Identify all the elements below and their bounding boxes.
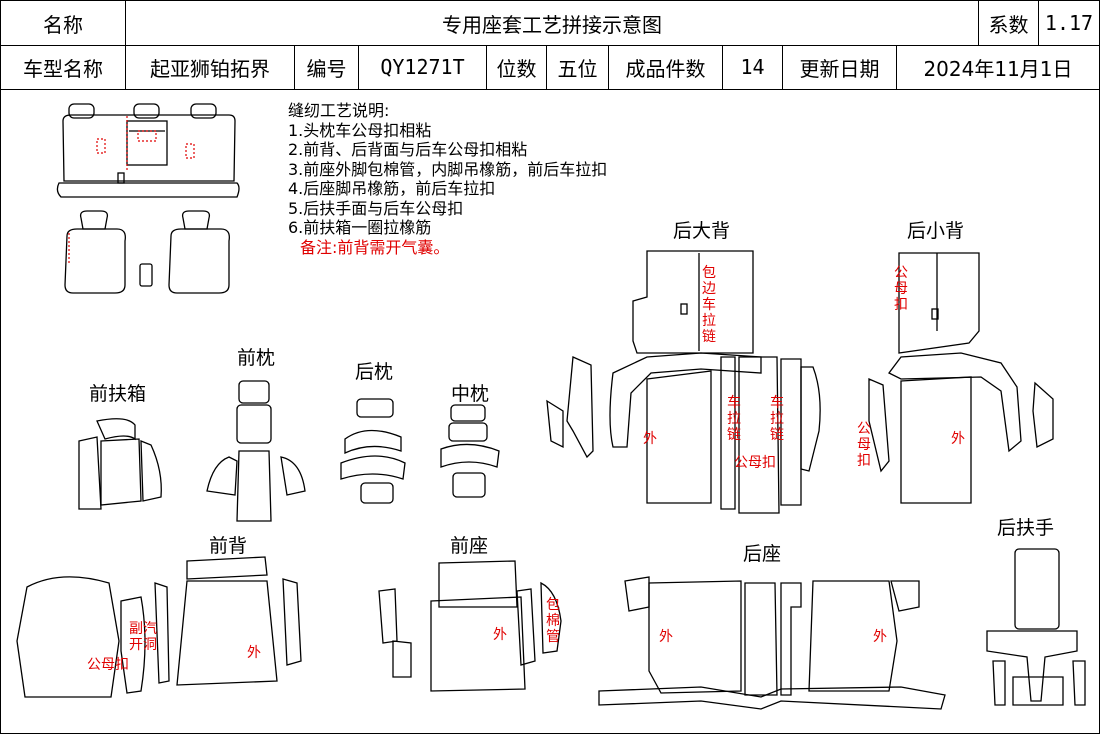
rear-big-back-pieces	[546, 250, 821, 514]
sewing-notes: 缝纫工艺说明: 1.头枕车公母扣相粘 2.前背、后背面与后车公母扣相粘 3.前座…	[288, 101, 607, 257]
front-headrest-pieces	[206, 380, 306, 522]
seats-value: 五位	[547, 45, 609, 89]
date-value: 2024年11月1日	[923, 56, 1073, 81]
note-zipper-right: 车拉链	[770, 395, 784, 443]
rear-seat-pieces	[598, 576, 946, 710]
front-armbox-pieces	[78, 418, 162, 510]
label-middle-headrest: 中枕	[451, 383, 490, 405]
note-outer-rear-seat-left: 外	[659, 629, 673, 645]
rear-headrest-pieces	[340, 398, 406, 504]
label-rear-seat: 后座	[743, 543, 782, 565]
label-front-headrest: 前枕	[237, 347, 276, 369]
note-outer-front-back: 外	[247, 645, 261, 661]
label-front-armbox: 前扶箱	[89, 383, 147, 405]
header-row-2: 车型名称 起亚狮铂拓界 编号 QY1271T 位数 五位 成品件数 14 更新日…	[1, 45, 1099, 90]
seats-label: 位数	[487, 45, 547, 89]
note-item: 4.后座脚吊橡筋，前后车拉扣	[288, 179, 496, 198]
rear-small-back-pieces	[868, 252, 1054, 504]
note-snap-button-front-back: 公母扣	[87, 657, 129, 673]
note-outer-big-back: 外	[643, 431, 657, 447]
note-airbag-opening: 副汽开洞	[129, 621, 157, 653]
note-item: 1.头枕车公母扣相粘	[288, 120, 432, 140]
note-foam-tube: 包棉管	[546, 597, 560, 645]
seat-overview	[56, 103, 240, 294]
label-rear-small-back: 后小背	[907, 220, 965, 242]
note-binding-zipper: 包边车拉链	[702, 265, 716, 345]
rear-armrest-pieces	[986, 548, 1086, 706]
coef-label: 系数	[979, 1, 1039, 45]
model-label: 车型名称	[1, 45, 126, 89]
note-zipper-left: 车拉链	[727, 395, 741, 443]
note-outer-front-seat: 外	[493, 627, 507, 643]
note-item: 3.前座外脚包棉管，内脚吊橡筋，前后车拉扣	[288, 159, 608, 179]
note-item: 6.前扶箱一圈拉橡筋	[288, 218, 432, 237]
sheet-title: 专用座套工艺拼接示意图	[126, 1, 979, 45]
note-item: 5.后扶手面与后车公母扣	[288, 198, 464, 218]
label-rear-headrest: 后枕	[355, 361, 394, 383]
middle-headrest-pieces	[440, 404, 500, 498]
note-item: 2.前背、后背面与后车公母扣相粘	[288, 140, 528, 159]
label-rear-armrest: 后扶手	[997, 517, 1055, 539]
label-front-back: 前背	[209, 535, 248, 557]
label-front-seat: 前座	[450, 535, 489, 557]
model-value: 起亚狮铂拓界	[126, 45, 295, 89]
pieces-label: 成品件数	[609, 45, 723, 89]
code-label: 编号	[295, 45, 359, 89]
name-label: 名称	[1, 1, 126, 45]
header-row-1: 名称 专用座套工艺拼接示意图 系数 1.17	[1, 1, 1099, 46]
date-label: 更新日期	[783, 45, 897, 89]
notes-remark: 备注:前背需开气囊。	[300, 237, 450, 257]
notes-heading: 缝纫工艺说明:	[288, 101, 390, 120]
note-outer-rear-seat-right: 外	[873, 629, 887, 645]
note-snap-button: 公母扣	[894, 265, 908, 313]
label-rear-big-back: 后大背	[673, 220, 731, 242]
note-snap-button-horizontal: 公母扣	[734, 455, 776, 471]
pieces-value: 14	[723, 45, 783, 89]
front-seat-pieces	[378, 560, 562, 692]
front-back-pieces	[16, 556, 302, 698]
note-outer-small-back: 外	[951, 431, 965, 447]
note-snap-button-small-back: 公母扣	[857, 421, 871, 469]
code-value: QY1271T	[359, 45, 487, 89]
coef-value: 1.17	[1044, 11, 1094, 35]
